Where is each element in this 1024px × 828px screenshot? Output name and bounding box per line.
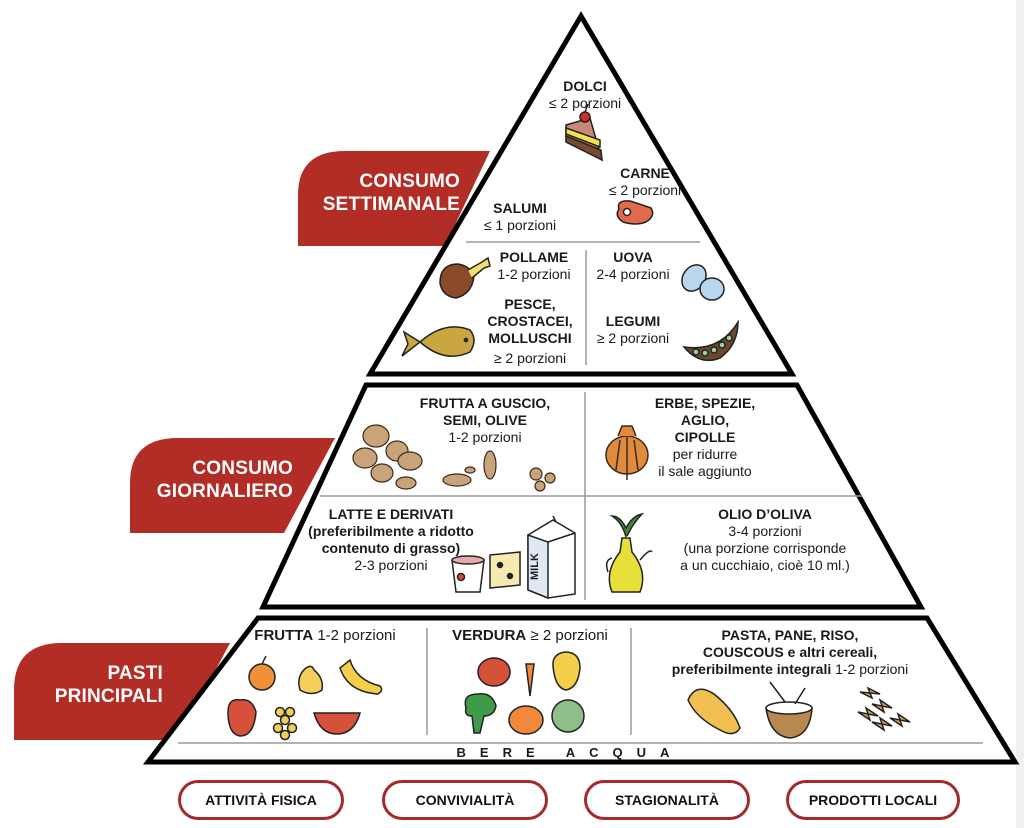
item-cereali: PASTA, PANE, RISO, COUSCOUS e altri cere… [640, 627, 940, 678]
pea-pod-icon [682, 319, 739, 362]
pill-local-products[interactable]: PRODOTTI LOCALI [786, 780, 960, 820]
item-latte: LATTE E DERIVATI (preferibilmente a rido… [296, 506, 486, 574]
item-name: POLLAME [499, 249, 569, 265]
dairy-icon [451, 515, 576, 600]
banner-daily-line1: CONSUMO [192, 458, 293, 479]
item-portions: 2-4 porzioni [596, 266, 670, 282]
item-name-1: ERBE, SPEZIE, [654, 395, 756, 411]
nuts-icon [352, 424, 556, 492]
item-name: SALUMI [493, 200, 547, 216]
item-name: LEGUMI [605, 313, 661, 329]
item-name-1: FRUTTA A GUSCIO, [419, 395, 551, 411]
item-carne: CARNE ≤ 2 porzioni [580, 165, 710, 199]
item-frutta-guscio: FRUTTA A GUSCIO, SEMI, OLIVE 1-2 porzion… [380, 395, 590, 446]
item-portions: 2-3 porzioni [354, 557, 428, 573]
olive-oil-icon [605, 512, 653, 593]
vegetables-icon [464, 651, 585, 735]
item-subtitle-2: contenuto di grasso) [321, 540, 461, 556]
item-name: CARNE [620, 165, 670, 181]
item-portions: 1-2 porzioni [497, 266, 571, 282]
item-name: UOVA [613, 249, 653, 265]
item-note-2: a un cucchiaio, cioè 10 ml.) [680, 557, 850, 573]
banner-weekly-shape [298, 151, 490, 246]
item-portions: 1-2 porzioni [317, 627, 396, 644]
item-salumi: SALUMI ≤ 1 porzioni [470, 200, 570, 234]
item-portions: ≤ 1 porzioni [483, 217, 557, 233]
banner-daily-line2: GIORNALIERO [156, 481, 293, 502]
item-name: OLIO D’OLIVA [718, 506, 812, 522]
item-frutta: FRUTTA 1-2 porzioni [240, 627, 410, 644]
pill-conviviality[interactable]: CONVIVIALITÀ [382, 780, 548, 820]
item-name: FRUTTA [254, 627, 314, 644]
pill-seasonality[interactable]: STAGIONALITÀ [584, 780, 750, 820]
item-portions: 1-2 porzioni [831, 661, 909, 677]
onion-icon [605, 425, 649, 480]
item-legumi: LEGUMI ≥ 2 porzioni [586, 313, 680, 347]
item-name-mid: e altri cereali, [783, 644, 878, 660]
item-portions: 1-2 porzioni [448, 429, 522, 445]
item-verdura: VERDURA ≥ 2 porzioni [432, 627, 628, 644]
item-portions: ≥ 2 porzioni [530, 627, 608, 644]
item-subtitle-1: (preferibilmente a ridotto [308, 523, 474, 539]
banner-daily: CONSUMO GIORNALIERO [130, 457, 293, 503]
item-portions: ≤ 2 porzioni [608, 182, 682, 198]
steak-icon [616, 200, 654, 225]
banner-weekly-line2: SETTIMANALE [322, 194, 460, 215]
item-portions: ≥ 2 porzioni [596, 330, 670, 346]
item-name-tail: preferibilmente integrali [671, 661, 832, 677]
item-erbe: ERBE, SPEZIE, AGLIO, CIPOLLE per ridurre… [640, 395, 770, 480]
item-uova: UOVA 2-4 porzioni [586, 249, 680, 283]
item-pesce: PESCE, CROSTACEI, MOLLUSCHI ≥ 2 porzioni [478, 296, 582, 367]
item-note-2: il sale aggiunto [658, 463, 752, 479]
item-name-1: PASTA, PANE, RISO, [721, 627, 859, 643]
item-name: VERDURA [452, 627, 527, 644]
banner-daily-shape [130, 438, 335, 533]
eggs-icon [681, 264, 725, 301]
banner-weekly-line1: CONSUMO [359, 171, 460, 192]
pill-label: ATTIVITÀ FISICA [205, 792, 317, 808]
item-name-3: MOLLUSCHI [488, 330, 572, 346]
pill-physical-activity[interactable]: ATTIVITÀ FISICA [178, 780, 344, 820]
item-olio: OLIO D’OLIVA 3-4 porzioni (una porzione … [655, 506, 875, 574]
banner-weekly: CONSUMO SETTIMANALE [300, 170, 460, 216]
cake-slice-icon [565, 103, 604, 162]
page-edge [1016, 0, 1024, 828]
item-dolci: DOLCI ≤ 2 porzioni [540, 78, 630, 112]
item-note-1: (una porzione corrisponde [683, 540, 847, 556]
item-portions: ≤ 2 porzioni [548, 95, 622, 111]
drink-water-label: BERE ACQUA [456, 745, 684, 760]
item-name-2: COUSCOUS [702, 644, 784, 660]
item-name: LATTE E DERIVATI [328, 506, 454, 522]
banner-main-meals: PASTI PRINCIPALI [20, 662, 163, 708]
item-note-1: per ridurre [672, 446, 738, 462]
chicken-leg-icon [439, 256, 491, 299]
item-name-2: SEMI, OLIVE [442, 412, 527, 428]
item-name-2: AGLIO, [680, 412, 730, 428]
pill-label: CONVIVIALITÀ [415, 792, 515, 808]
cereals-icon [687, 681, 911, 739]
pill-label: STAGIONALITÀ [615, 792, 719, 808]
banner-main-line2: PRINCIPALI [54, 686, 163, 707]
fish-icon [401, 326, 475, 357]
item-name-1: PESCE, [504, 296, 556, 312]
pill-label: PRODOTTI LOCALI [808, 792, 938, 808]
item-name-2: CROSTACEI, [487, 313, 573, 329]
item-portions: ≥ 2 porzioni [493, 350, 567, 366]
fruits-icon [227, 655, 383, 741]
item-portions: 3-4 porzioni [728, 523, 802, 539]
item-name: DOLCI [563, 78, 607, 94]
banner-main-shape [14, 643, 230, 740]
item-pollame: POLLAME 1-2 porzioni [484, 249, 584, 283]
item-name-3: CIPOLLE [674, 429, 736, 445]
milk-label: MILK [529, 553, 541, 580]
banner-main-line1: PASTI [107, 663, 163, 684]
